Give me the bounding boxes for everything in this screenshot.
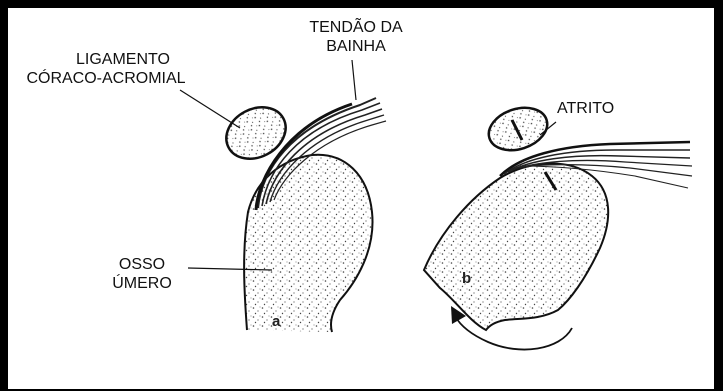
osso-label: OSSO ÚMERO <box>102 255 182 293</box>
humerus-b <box>424 163 608 330</box>
tendao-label: TENDÃO DA BAINHA <box>296 18 416 56</box>
tendon-leader <box>352 60 356 100</box>
ligamento-label: LIGAMENTO CÓRACO-ACROMIAL <box>48 50 198 88</box>
ligament-leader <box>180 90 240 128</box>
panel-b-label: b <box>462 270 471 287</box>
ligament-oval-a <box>217 97 294 168</box>
atrito-label: ATRITO <box>557 99 614 118</box>
panel-a-label: a <box>272 313 280 330</box>
